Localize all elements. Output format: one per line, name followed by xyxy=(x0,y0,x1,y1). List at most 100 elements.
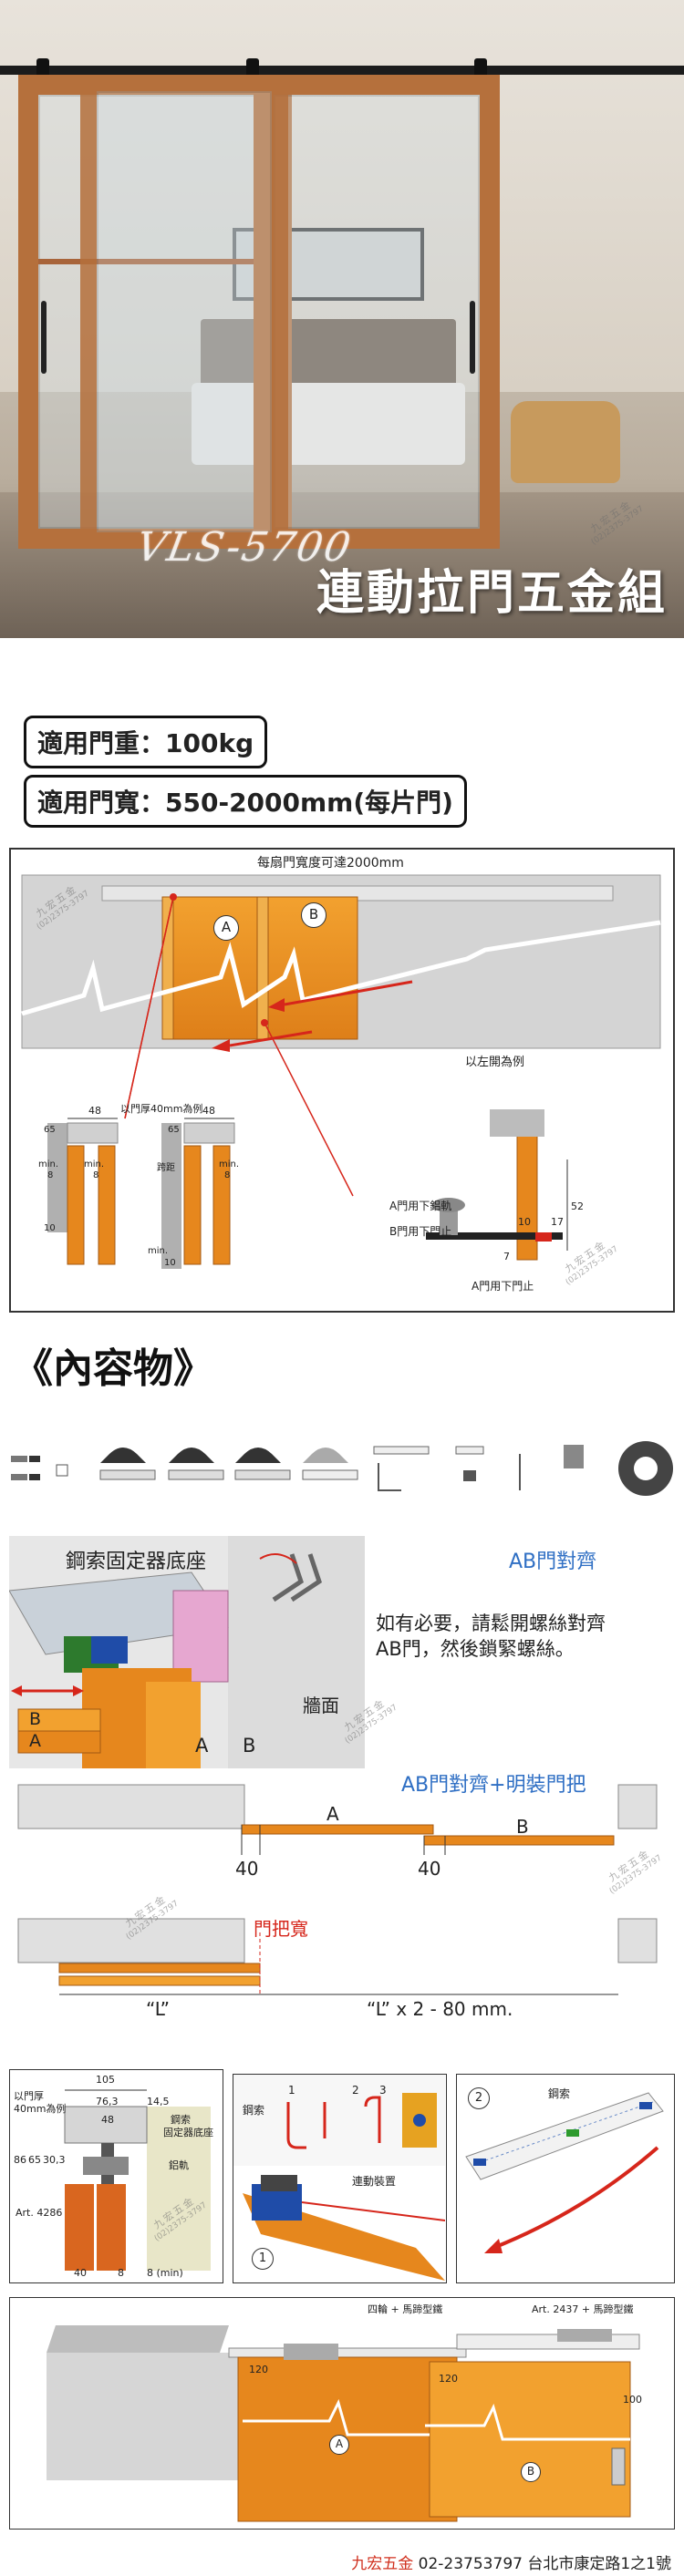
cable-base-label: 鋼索 xyxy=(171,2114,191,2126)
spec-width: 適用門寬：550-2000mm(每片門) xyxy=(24,775,467,828)
dim-17: 17 xyxy=(551,1216,564,1228)
dim-8: 8 xyxy=(118,2267,124,2279)
door-marker-b: B xyxy=(301,902,326,928)
cable-label: 鋼索 xyxy=(243,2104,265,2117)
dim-48: 48 xyxy=(101,2114,114,2126)
part-number-label: Art. 4286 xyxy=(16,2207,63,2219)
door-marker-b: B xyxy=(521,2462,541,2482)
door-a-label: A xyxy=(29,1731,41,1751)
door-a-label: A xyxy=(326,1803,339,1825)
dim-10: 10 xyxy=(44,1223,56,1233)
stop-bottom-label: A門用下門止 xyxy=(472,1280,534,1293)
left-open-note: 以左開為例 xyxy=(465,1056,525,1069)
step-number: 3 xyxy=(379,2084,387,2097)
ab-align-note-line2: AB門，然後鎖緊螺絲。 xyxy=(376,1638,575,1660)
length-label: “L” xyxy=(146,1998,170,2020)
handle-width-label: 門把寬 xyxy=(254,1918,308,1940)
dim-120: 120 xyxy=(439,2373,458,2385)
dim-10: 10 xyxy=(518,1216,531,1228)
screw-set-icon xyxy=(11,1456,40,1480)
dim-8: 8 xyxy=(93,1170,99,1180)
contents-parts-row xyxy=(11,1441,673,1496)
rail-bar-icon xyxy=(373,1446,430,1455)
ab-align-title: AB門對齊 xyxy=(509,1551,597,1573)
door-marker-a: A xyxy=(213,915,239,941)
door-width-note: 每扇門寬度可達2000mm xyxy=(257,856,404,871)
footer-contact: 九宏五金 02-23753797 台北市康定路1之1號 xyxy=(351,2550,671,2573)
roller-carriage-icon xyxy=(234,1448,291,1480)
stop-b-label: B門用下門止 xyxy=(389,1225,452,1238)
dim-105: 105 xyxy=(96,2074,115,2086)
thickness-note: 40mm為例 xyxy=(14,2103,67,2115)
dim-14-5: 14,5 xyxy=(147,2096,170,2107)
guide-block-icon xyxy=(564,1445,584,1468)
dim-65: 65 xyxy=(168,1125,180,1135)
linkage-panel: 鋼索 1 2 3 連動裝置 1 xyxy=(233,2074,447,2283)
ab-align-drawing xyxy=(8,1536,365,1777)
l-bracket-icon xyxy=(378,1463,401,1491)
cable-base-label: 固定器底座 xyxy=(163,2127,213,2138)
door-gap-label: 跨距 xyxy=(157,1163,175,1173)
dim-8-min: 8 (min) xyxy=(147,2267,183,2279)
roller-carriage-icon xyxy=(302,1448,358,1480)
door-b-label: B xyxy=(516,1816,529,1838)
overview-panel: 四輪 + 馬蹄型鐵 Art. 2437 + 馬蹄型鐵 120 120 100 A… xyxy=(9,2297,675,2530)
door-b-label: B xyxy=(29,1709,42,1729)
linkage-device-label: 連動裝置 xyxy=(352,2175,397,2188)
door-rail xyxy=(38,259,272,264)
cable-route-drawing xyxy=(465,2092,664,2253)
hero-chair xyxy=(511,401,620,483)
spec-weight: 適用門重：100kg xyxy=(24,716,268,768)
handle-drawing xyxy=(17,1784,658,1996)
cable-coil-center xyxy=(634,1457,658,1480)
roller-carriage-icon xyxy=(168,1448,224,1480)
dim-120: 120 xyxy=(249,2364,268,2375)
dim-min: min. xyxy=(219,1159,240,1170)
door-b-label: B xyxy=(243,1735,256,1757)
hero-top-track xyxy=(0,66,684,75)
stopper-icon xyxy=(463,1470,476,1481)
bracket-icon xyxy=(56,1464,68,1477)
contents-heading: 《內容物》 xyxy=(13,1345,213,1392)
dim-40: 40 xyxy=(418,1858,441,1880)
wall-label: 牆面 xyxy=(303,1695,339,1716)
tech-section-panel: 以門厚 40mm為例 105 76,3 48 14,5 鋼索 固定器底座 鋁軌 … xyxy=(9,2069,223,2283)
dim-100: 100 xyxy=(623,2394,642,2406)
dim-8: 8 xyxy=(224,1170,231,1180)
footer: 九宏五金 02-23753797 台北市康定路1之1號 xyxy=(0,2543,684,2576)
wheels-label: 四輪 + 馬蹄型鐵 xyxy=(368,2303,443,2315)
part-number-label: Art. 2437 + 馬蹄型鐵 xyxy=(532,2303,634,2315)
dim-40: 40 xyxy=(74,2267,87,2279)
aluminum-rail-label: 鋁軌 xyxy=(169,2159,189,2171)
dim-65: 65 xyxy=(44,1125,56,1135)
handle-panel: AB門對齊+明裝門把 A B 40 40 門把寬 “L” “L” x 2 - 8… xyxy=(9,1768,675,2020)
dim-52: 52 xyxy=(571,1200,584,1212)
dim-30-3: 30,3 xyxy=(43,2154,66,2166)
hero-banner: VLS-5700 連動拉門五金組 九宏五金 (02)2375-3797 xyxy=(0,0,684,638)
dim-10: 10 xyxy=(164,1258,176,1268)
dim-86: 86 xyxy=(14,2154,26,2166)
dim-min: min. xyxy=(84,1159,105,1170)
cable-label: 鋼索 xyxy=(548,2087,571,2100)
stop-bar-icon xyxy=(455,1446,484,1455)
step-marker-1: 1 xyxy=(252,2248,274,2270)
tech-section-drawing xyxy=(64,2089,211,2271)
ab-align-note-line1: 如有必要，請鬆開螺絲對齊 xyxy=(376,1613,606,1634)
dim-65: 65 xyxy=(28,2154,41,2166)
handle-section-title: AB門對齊+明裝門把 xyxy=(401,1774,586,1797)
thickness-note: 以門厚40mm為例 xyxy=(120,1103,203,1115)
stop-a-label: A門用下鋁軌 xyxy=(389,1200,452,1212)
dim-7: 7 xyxy=(503,1251,510,1262)
dim-48: 48 xyxy=(202,1105,215,1117)
roller-carriage-icon xyxy=(99,1448,156,1480)
hero-floor xyxy=(0,492,684,638)
door-a-label: A xyxy=(195,1735,209,1757)
hero-door-panel-back xyxy=(80,75,288,549)
step-number: 1 xyxy=(288,2084,295,2097)
dim-8: 8 xyxy=(47,1170,54,1180)
footer-brand: 九宏五金 xyxy=(351,2555,414,2573)
cable-base-label: 鋼索固定器底座 xyxy=(66,1551,207,1573)
install-diagram-drawing xyxy=(21,874,661,1269)
hero-door-panel-middle xyxy=(254,75,500,549)
product-title: 連動拉門五金組 xyxy=(316,566,668,621)
